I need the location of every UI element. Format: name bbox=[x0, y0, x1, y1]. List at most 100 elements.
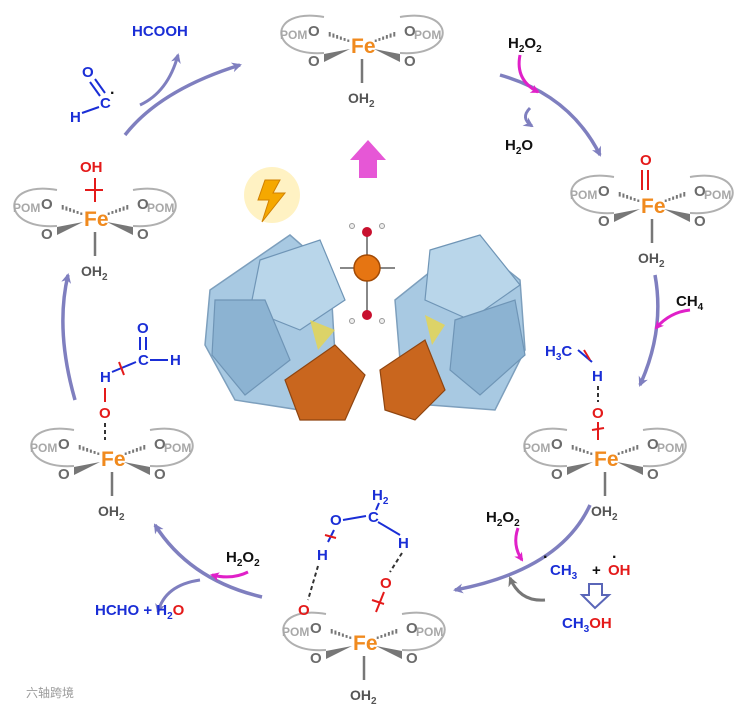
h2o2-in-top bbox=[517, 54, 540, 94]
reagent-arrows bbox=[210, 54, 691, 582]
break-mark-bottom-2 bbox=[371, 599, 385, 605]
wedge-bond bbox=[664, 209, 690, 222]
radical-dot-oh: · bbox=[612, 549, 617, 566]
hollow-down-arrow bbox=[579, 583, 612, 610]
h2o2-label-top: H2O2 bbox=[508, 35, 542, 55]
water-ligand: OH2 bbox=[591, 503, 618, 523]
h2o2-label-right: H2O2 bbox=[486, 509, 520, 529]
pom-label: POM bbox=[416, 625, 443, 639]
arrow-left-up bbox=[61, 273, 77, 401]
plus-sign: + bbox=[592, 562, 601, 579]
pom-loop-right bbox=[399, 14, 444, 55]
h2-label-bottom: H2 bbox=[372, 487, 389, 507]
wedge-bond bbox=[326, 646, 352, 659]
oxygen-ligand: O bbox=[551, 436, 563, 453]
wedge-bond bbox=[614, 209, 640, 222]
radical-dot-ch3: · bbox=[543, 549, 548, 566]
oxygen-ligand: O bbox=[154, 436, 166, 453]
oxygen-ligand: O bbox=[598, 183, 610, 200]
pom-label: POM bbox=[414, 28, 441, 42]
pom-loop-left bbox=[570, 174, 615, 215]
oxygen-ligand: O bbox=[58, 436, 70, 453]
break-mark-right-2 bbox=[591, 427, 605, 431]
oxygen-ligand: O bbox=[598, 213, 610, 230]
o-label-bottom-2: O bbox=[380, 575, 392, 592]
hcooh-label: HCOOH bbox=[132, 23, 188, 40]
c-label-bottom: C bbox=[368, 509, 379, 526]
oxygen-ligand: O bbox=[404, 23, 416, 40]
branch-hcho bbox=[155, 578, 201, 614]
o-label-bottom-3: O bbox=[298, 602, 310, 619]
arrow-top-to-fe-oxo bbox=[499, 73, 602, 157]
h-label-right: H bbox=[592, 368, 603, 385]
o-label-right: O bbox=[592, 405, 604, 422]
h3c-label: H3C bbox=[545, 343, 572, 363]
ch4-in bbox=[654, 308, 691, 330]
oh-radical-label: OH bbox=[608, 562, 631, 579]
o-label-left: O bbox=[99, 405, 111, 422]
break-mark-bottom-1 bbox=[324, 534, 337, 539]
oxygen-ligand: O bbox=[406, 650, 418, 667]
oxygen-ligand: O bbox=[647, 436, 659, 453]
pom-loop-left bbox=[13, 187, 58, 228]
h-label-bottom-right: H bbox=[398, 535, 409, 552]
fe-center: Fe bbox=[351, 35, 376, 58]
watermark: 六轴跨境 bbox=[26, 685, 74, 700]
wedge-bond bbox=[617, 462, 643, 475]
bond-c-h2-bottom bbox=[375, 502, 380, 511]
oxygen-ligand: O bbox=[41, 196, 53, 213]
bond-c-h-bottom bbox=[377, 521, 401, 536]
pom-loop-right bbox=[689, 174, 734, 215]
o-label-left-top: O bbox=[137, 320, 149, 337]
fe-center: Fe bbox=[101, 448, 126, 471]
hcho-h2o-label: HCHO + H2O bbox=[95, 602, 185, 622]
oxygen-ligand: O bbox=[41, 226, 53, 243]
pom-label: POM bbox=[147, 201, 174, 215]
oxo-o-label: O bbox=[640, 152, 652, 169]
formyl-double-a bbox=[89, 81, 101, 97]
oxygen-ligand: O bbox=[647, 466, 659, 483]
pom-loop-left bbox=[280, 14, 325, 55]
pom-label: POM bbox=[164, 441, 191, 455]
wedge-bond bbox=[374, 49, 400, 62]
pom-crystal-structure bbox=[204, 223, 526, 421]
pom-loop-left bbox=[523, 427, 568, 468]
arrow-bottom-to-left bbox=[153, 523, 263, 599]
pom-loop-right bbox=[401, 611, 446, 652]
water-ligand: OH2 bbox=[638, 250, 665, 270]
water-ligand: OH2 bbox=[348, 90, 375, 110]
pom-label: POM bbox=[280, 28, 307, 42]
wedge-bond bbox=[124, 462, 150, 475]
radical-dot-formyl: · bbox=[110, 85, 115, 102]
wedge-bond bbox=[376, 646, 402, 659]
fe-center: Fe bbox=[84, 208, 109, 231]
oxygen-ligand: O bbox=[406, 620, 418, 637]
wedge-bond bbox=[107, 222, 133, 235]
branch-h2o bbox=[522, 106, 534, 128]
break-mark-left bbox=[118, 361, 125, 376]
arrow-upper-left-to-top bbox=[123, 62, 242, 137]
branch-hcooh bbox=[139, 53, 181, 107]
pom-loop-right bbox=[642, 427, 687, 468]
bond-o-c-bottom bbox=[342, 515, 367, 521]
up-arrow-icon bbox=[350, 140, 386, 178]
oxygen-ligand: O bbox=[404, 53, 416, 70]
oxygen-ligand: O bbox=[58, 466, 70, 483]
hbond-bottom-right bbox=[389, 552, 403, 573]
oxygen-ligand: O bbox=[694, 183, 706, 200]
oxygen-ligand: O bbox=[694, 213, 706, 230]
pom-label: POM bbox=[30, 441, 57, 455]
h-label-left: H bbox=[100, 369, 111, 386]
wedge-bond bbox=[57, 222, 83, 235]
pom-loop-right bbox=[132, 187, 177, 228]
light-lightning-icon bbox=[244, 167, 300, 223]
formyl-c-h bbox=[81, 106, 100, 114]
h-label-left-right: H bbox=[170, 352, 181, 369]
